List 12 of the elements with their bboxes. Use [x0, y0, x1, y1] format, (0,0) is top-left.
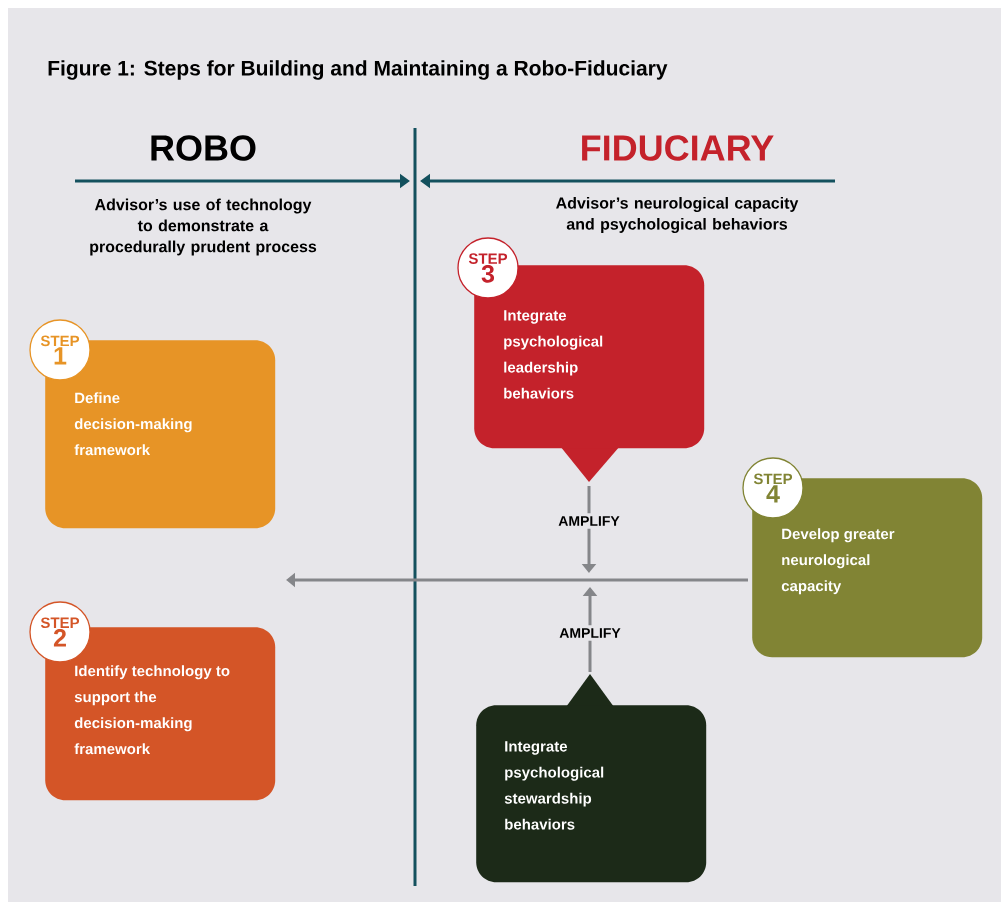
edge-label: AMPLIFY [555, 513, 623, 529]
speech-bubble: Integrate psychological stewardship behaviors [476, 674, 707, 883]
step-badge: STEP 3 [457, 237, 519, 299]
heading: ROBO [151, 135, 256, 161]
edge-label: AMPLIFY [556, 625, 624, 641]
description-text: Advisor’s use of technology to demonstrate a procedurally prudent process [90, 198, 317, 256]
description-text: Advisor’s neurological capacity and psychological behaviors [556, 197, 799, 233]
step-badge: STEP 4 [742, 457, 804, 519]
figure-title: Figure 1: Steps for Building and Maintaining a Robo-Fiduciary [48, 60, 668, 80]
heading: FIDUCIARY [582, 135, 774, 161]
step-badge: STEP 2 [29, 601, 91, 663]
step-badge: STEP 1 [29, 319, 91, 381]
